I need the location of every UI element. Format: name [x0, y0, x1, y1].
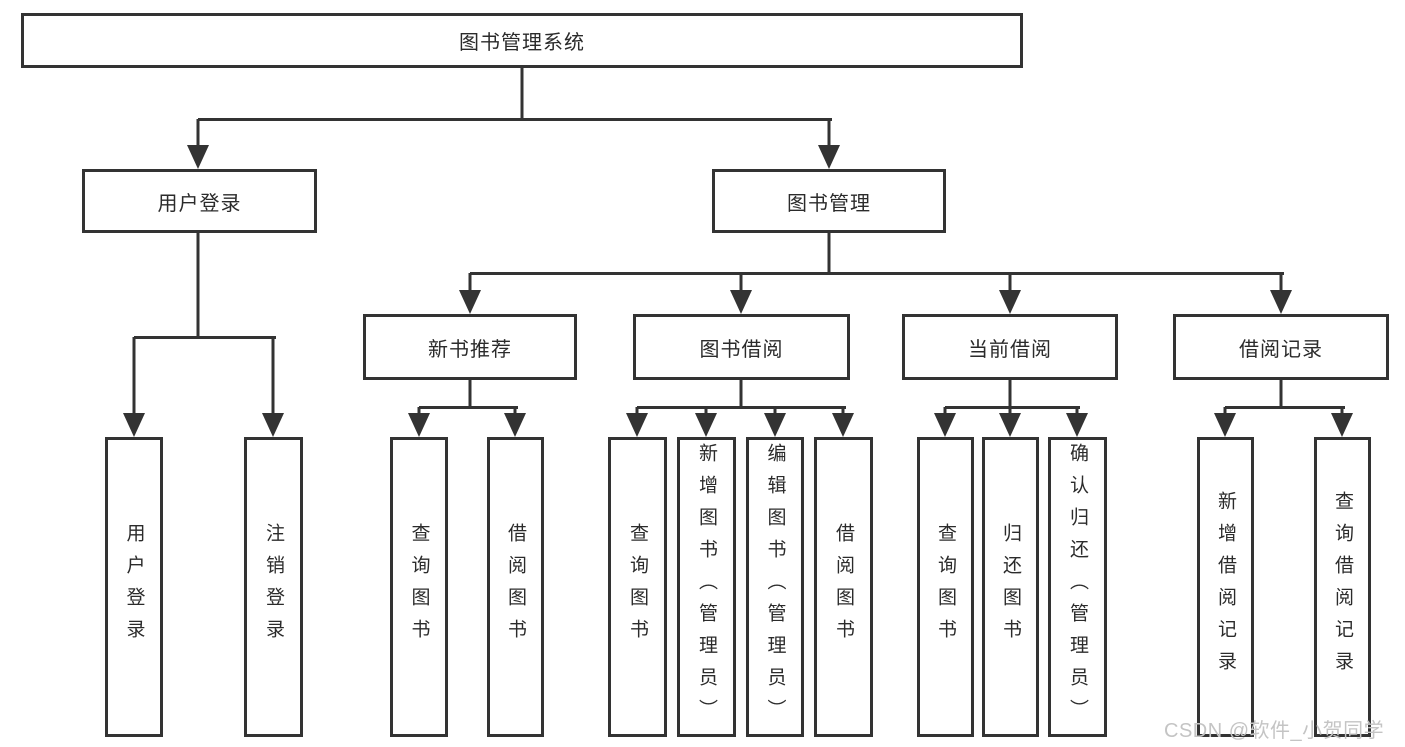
- arrow-to-book-management: [817, 119, 841, 169]
- connector-borrow-records-stem: [1279, 380, 1283, 407]
- arrow-to-logout-leaf: [261, 337, 285, 437]
- leaf-newrec-query-books-label: 查询图书: [408, 523, 430, 651]
- leaf-query-borrow-record-label: 查询借阅记录: [1332, 491, 1353, 683]
- arrow-to-borrow-records: [1269, 273, 1293, 314]
- connector-current-borrow-stem: [1008, 380, 1012, 407]
- node-borrow-records-label: 借阅记录: [1239, 338, 1323, 361]
- connector-borrow-records-rail: [1225, 406, 1345, 409]
- leaf-add-borrow-record-label: 新增借阅记录: [1215, 491, 1236, 683]
- arrow-to-user-login-leaf: [122, 337, 146, 437]
- node-current-borrow-label: 当前借阅: [968, 338, 1052, 361]
- leaf-borrow-borrow-books-label: 借阅图书: [833, 523, 854, 651]
- leaf-current-query-books-label: 查询图书: [935, 523, 956, 651]
- node-root-label: 图书管理系统: [459, 32, 585, 54]
- leaf-edit-books-admin: 编辑图书（管理员）: [746, 437, 804, 737]
- leaf-add-books-admin: 新增图书（管理员）: [677, 437, 736, 737]
- arrow-book-borrow-child-1: [625, 407, 649, 437]
- node-user-login: 用户登录: [82, 169, 317, 233]
- leaf-newrec-query-books: 查询图书: [390, 437, 448, 737]
- node-root: 图书管理系统: [21, 13, 1023, 68]
- leaf-edit-books-admin-label: 编辑图书（管理员）: [764, 443, 786, 731]
- leaf-borrow-borrow-books: 借阅图书: [814, 437, 873, 737]
- node-current-borrow: 当前借阅: [902, 314, 1118, 380]
- node-new-book-recommend: 新书推荐: [363, 314, 577, 380]
- leaf-logout: 注销登录: [244, 437, 303, 737]
- node-new-book-recommend-label: 新书推荐: [428, 338, 512, 361]
- node-book-management: 图书管理: [712, 169, 946, 233]
- arrow-to-new-book-recommend: [458, 273, 482, 314]
- leaf-add-books-admin-label: 新增图书（管理员）: [696, 443, 717, 731]
- arrow-borrow-records-child-2: [1330, 407, 1354, 437]
- arrow-current-borrow-child-1: [933, 407, 957, 437]
- arrow-new-book-child-2: [503, 407, 527, 437]
- leaf-user-login: 用户登录: [105, 437, 163, 737]
- connector-user-login-rail: [134, 336, 276, 339]
- connector-book-borrow-stem: [739, 380, 743, 407]
- leaf-return-books-label: 归还图书: [1000, 523, 1021, 651]
- connector-level2-rail: [470, 272, 1284, 275]
- connector-new-book-stem: [468, 380, 472, 407]
- node-book-management-label: 图书管理: [787, 192, 871, 215]
- leaf-user-login-label: 用户登录: [123, 523, 145, 651]
- leaf-query-borrow-record: 查询借阅记录: [1314, 437, 1371, 737]
- connector-book-management-stem: [827, 233, 831, 273]
- leaf-borrow-query-books-label: 查询图书: [627, 523, 648, 651]
- node-book-borrow-label: 图书借阅: [699, 338, 784, 361]
- leaf-confirm-return-admin: 确认归还（管理员）: [1048, 437, 1107, 737]
- leaf-confirm-return-admin-label: 确认归还（管理员）: [1067, 443, 1088, 731]
- arrow-current-borrow-child-3: [1065, 407, 1089, 437]
- leaf-logout-label: 注销登录: [263, 523, 284, 651]
- arrow-book-borrow-child-3: [763, 407, 787, 437]
- leaf-borrow-query-books: 查询图书: [608, 437, 667, 737]
- watermark: CSDN @软件_小贺同学: [1164, 720, 1385, 742]
- leaf-newrec-borrow-books-label: 借阅图书: [505, 523, 526, 651]
- arrow-new-book-child-1: [407, 407, 431, 437]
- node-book-borrow: 图书借阅: [633, 314, 850, 380]
- arrow-current-borrow-child-2: [998, 407, 1022, 437]
- node-user-login-label: 用户登录: [157, 192, 242, 215]
- leaf-return-books: 归还图书: [982, 437, 1039, 737]
- arrow-to-user-login: [186, 119, 210, 169]
- arrow-book-borrow-child-4: [831, 407, 855, 437]
- leaf-add-borrow-record: 新增借阅记录: [1197, 437, 1254, 737]
- connector-book-borrow-rail: [637, 406, 846, 409]
- arrow-borrow-records-child-1: [1213, 407, 1237, 437]
- leaf-newrec-borrow-books: 借阅图书: [487, 437, 544, 737]
- arrow-to-current-borrow: [998, 273, 1022, 314]
- leaf-current-query-books: 查询图书: [917, 437, 974, 737]
- connector-level1-rail: [198, 118, 832, 121]
- connector-new-book-rail: [419, 406, 518, 409]
- arrow-book-borrow-child-2: [694, 407, 718, 437]
- node-borrow-records: 借阅记录: [1173, 314, 1389, 380]
- connector-root-stem: [520, 68, 524, 119]
- connector-user-login-stem: [196, 233, 200, 337]
- arrow-to-book-borrow: [729, 273, 753, 314]
